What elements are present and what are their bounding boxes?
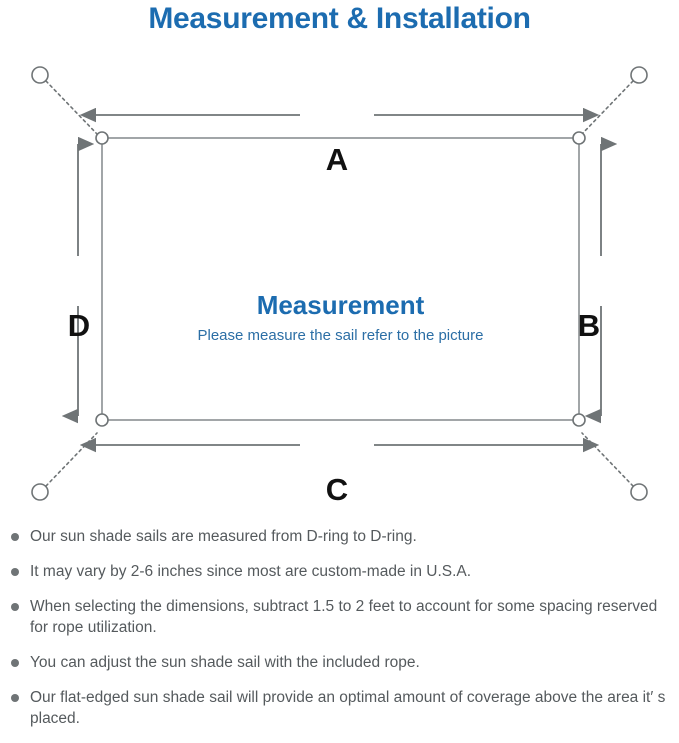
dimension-label-c: C — [325, 472, 349, 507]
list-item: Our flat-edged sun shade sail will provi… — [0, 687, 679, 729]
list-item: When selecting the dimensions, subtract … — [0, 596, 679, 638]
bullet-icon — [11, 533, 19, 541]
note-text: Our sun shade sails are measured from D-… — [30, 528, 417, 545]
notes-list: Our sun shade sails are measured from D-… — [0, 526, 679, 743]
list-item: It may vary by 2-6 inches since most are… — [0, 561, 679, 582]
page-title: Measurement & Installation — [148, 2, 531, 35]
bullet-icon — [11, 603, 19, 611]
note-text: When selecting the dimensions, subtract … — [30, 598, 658, 636]
diagram-center-title: Measurement — [256, 290, 425, 320]
sail-rectangle — [101, 137, 580, 421]
diagram-center-subtitle: Please measure the sail refer to the pic… — [197, 327, 484, 344]
dimension-label-d: D — [67, 308, 91, 343]
note-text: You can adjust the sun shade sail with t… — [30, 654, 420, 671]
d-ring-icon — [95, 131, 586, 427]
dimension-label-b: B — [577, 308, 601, 343]
list-item: Our sun shade sails are measured from D-… — [0, 526, 679, 547]
anchor-ring-icon — [31, 66, 648, 501]
list-item: You can adjust the sun shade sail with t… — [0, 652, 679, 673]
note-text: Our flat-edged sun shade sail will provi… — [30, 689, 666, 727]
bullet-icon — [11, 694, 19, 702]
note-text: It may vary by 2-6 inches since most are… — [30, 563, 472, 580]
dimension-label-a: A — [325, 142, 349, 177]
measurement-diagram: A B C D Measurement Please measure the s… — [0, 48, 679, 518]
bullet-icon — [11, 568, 19, 576]
bullet-icon — [11, 659, 19, 667]
